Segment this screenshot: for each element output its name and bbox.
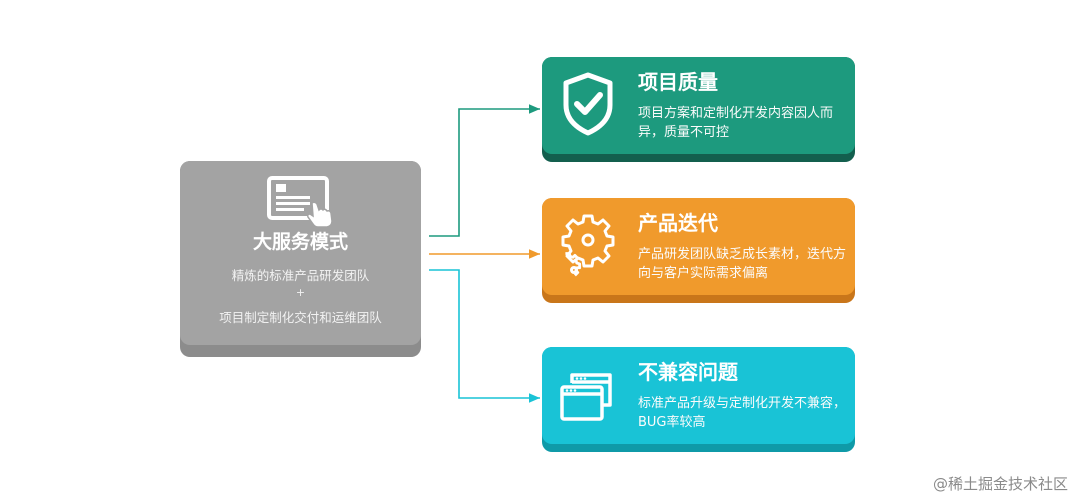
touch-screen-document-icon [267,176,333,227]
card-face: 产品迭代 产品研发团队缺乏成长素材，迭代方向与客户实际需求偏离 [542,198,855,295]
gears-icon [561,214,615,277]
main-line-1: 精炼的标准产品研发团队 [231,268,370,283]
windows-icon [560,373,612,421]
card-title: 不兼容问题 [638,360,738,384]
main-line-2: 项目制定制化交付和运维团队 [219,310,382,325]
card-face: 项目质量 项目方案和定制化开发内容因人而异，质量不可控 [542,57,855,154]
card-description: 产品研发团队缺乏成长素材，迭代方向与客户实际需求偏离 [638,247,847,281]
card-face: 大服务模式 精炼的标准产品研发团队 + 项目制定制化交付和运维团队 [180,161,421,345]
main-line-plus: + [295,286,306,299]
card-description: 项目方案和定制化开发内容因人而异，质量不可控 [638,106,834,140]
watermark: @稀土掘金技术社区 [932,475,1068,493]
card-title: 项目质量 [638,70,718,94]
shield-check-icon [563,72,613,136]
incompatibility-card: 不兼容问题 标准产品升级与定制化开发不兼容，BUG率较高 [542,347,855,452]
connector-quality [429,104,540,237]
big-service-model-card: 大服务模式 精炼的标准产品研发团队 + 项目制定制化交付和运维团队 [180,161,421,357]
card-face: 不兼容问题 标准产品升级与定制化开发不兼容，BUG率较高 [542,347,855,444]
main-title: 大服务模式 [252,231,348,253]
card-title: 产品迭代 [638,211,718,235]
project-quality-card: 项目质量 项目方案和定制化开发内容因人而异，质量不可控 [542,57,855,162]
card-description: 标准产品升级与定制化开发不兼容，BUG率较高 [638,396,847,430]
product-iteration-card: 产品迭代 产品研发团队缺乏成长素材，迭代方向与客户实际需求偏离 [542,198,855,303]
connector-compat [429,269,540,403]
